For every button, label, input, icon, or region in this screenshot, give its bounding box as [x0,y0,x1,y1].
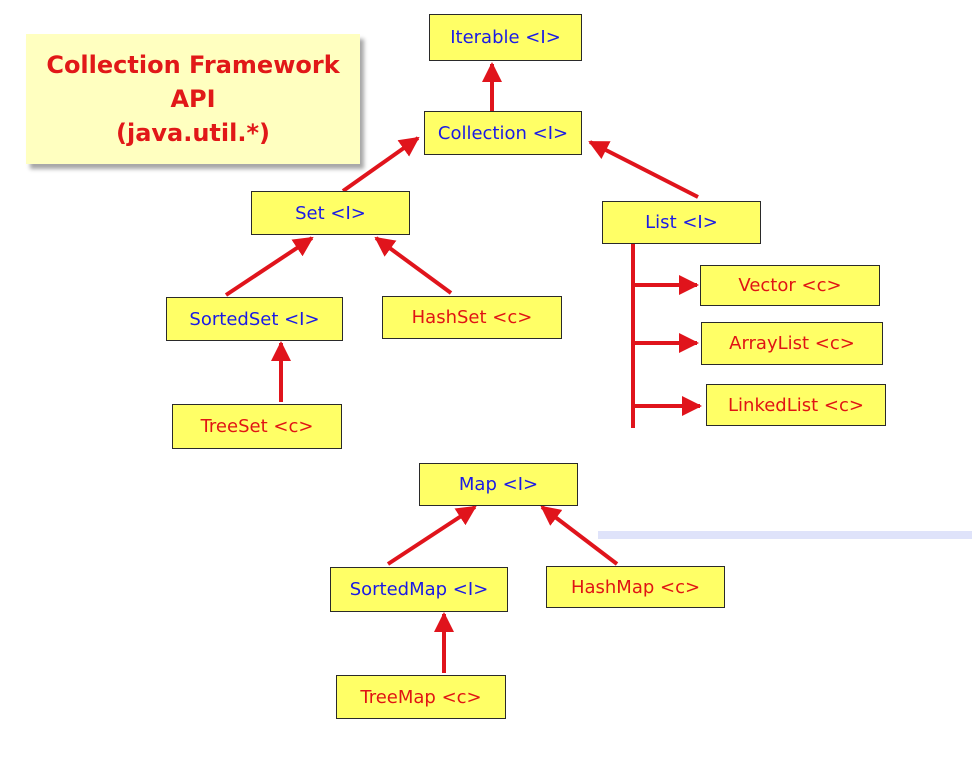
node-hashmap: HashMap <c> [546,566,725,608]
node-sortedset: SortedSet <I> [166,297,343,341]
arrow-hashset-to-set [374,236,453,295]
arrow-set-to-collection [341,136,420,193]
arrow-sortedset-to-set [224,236,314,297]
node-list: List <I> [602,201,761,244]
node-collection: Collection <I> [424,111,582,155]
node-treemap: TreeMap <c> [336,675,506,719]
title-line-1: Collection Framework [46,51,340,79]
node-arraylist: ArrayList <c> [701,322,883,365]
title-panel: Collection Framework API (java.util.*) [26,34,360,164]
node-map: Map <I> [419,463,578,506]
arrow-hashmap-to-map [540,505,619,566]
node-linkedlist: LinkedList <c> [706,384,886,426]
title-line-3: (java.util.*) [116,119,270,147]
separator-bar [598,531,972,539]
node-hashset: HashSet <c> [382,296,562,339]
node-sortedmap: SortedMap <I> [330,567,508,612]
node-treeset: TreeSet <c> [172,404,342,449]
node-iterable: Iterable <I> [429,14,582,61]
node-set: Set <I> [251,191,410,235]
title-line-2: API [170,85,216,113]
node-vector: Vector <c> [700,265,880,306]
arrow-sortedmap-to-map [386,505,477,566]
arrow-list-to-collection [588,140,699,199]
